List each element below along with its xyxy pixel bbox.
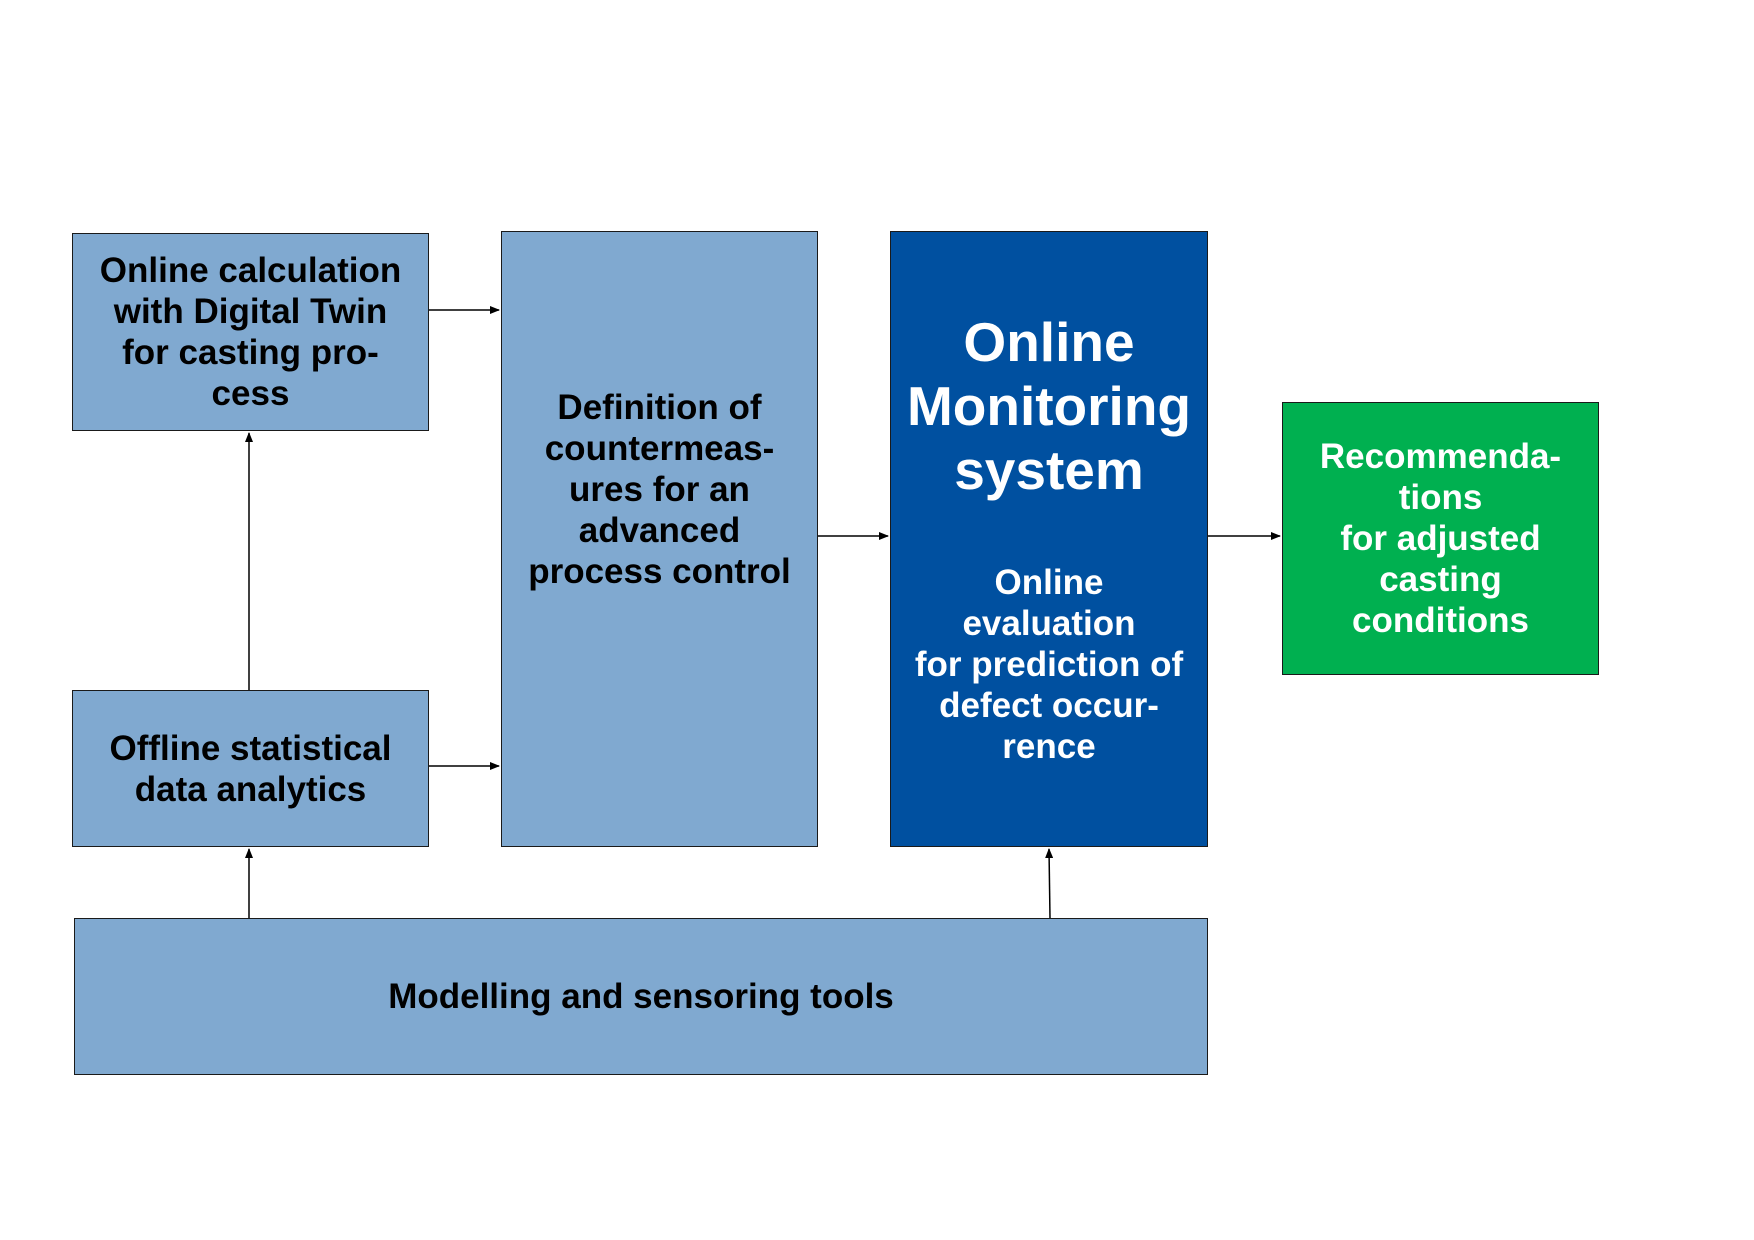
modelling-tools-label: Modelling and sensoring tools [388,977,894,1016]
arrow-modelling-to-monitoring [1045,848,1054,919]
digital-twin-box: Online calculation with Digital Twin for… [72,233,429,431]
countermeasures-label: Definition of countermeas- ures for an a… [528,387,791,591]
modelling-tools-box: Modelling and sensoring tools [74,918,1208,1075]
offline-analytics-box: Offline statistical data analytics [72,690,429,847]
recommendations-box: Recommenda- tions for adjusted casting c… [1282,402,1599,675]
monitoring-system-box: Online Monitoring system Online evaluati… [890,231,1208,847]
monitoring-system-title: Online Monitoring system [906,311,1192,501]
countermeasures-box: Definition of countermeas- ures for an a… [501,231,818,847]
recommendations-label: Recommenda- tions for adjusted casting c… [1319,437,1562,640]
digital-twin-label: Online calculation with Digital Twin for… [99,251,402,413]
monitoring-system-subtitle: Online evaluation for prediction of defe… [914,563,1184,766]
offline-analytics-label: Offline statistical data analytics [109,728,392,809]
